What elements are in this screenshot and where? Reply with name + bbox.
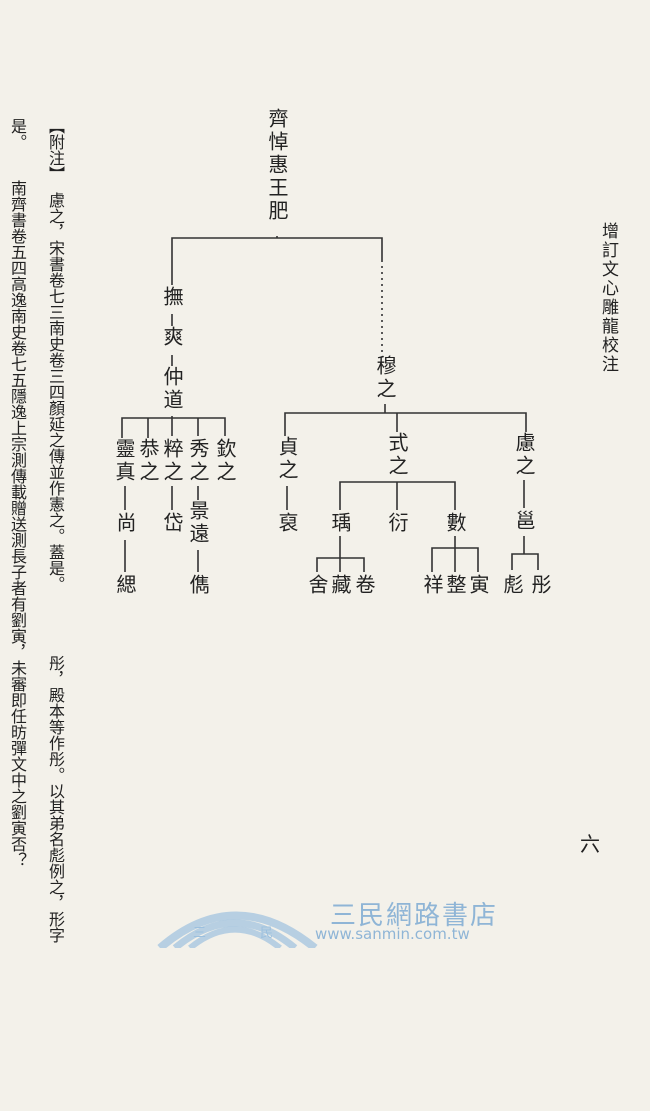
tree-node: 仲道	[160, 366, 184, 412]
watermark-char: 民	[260, 926, 274, 941]
tree-node: 儁	[186, 574, 210, 597]
tree-node: 彪	[500, 574, 524, 597]
watermark-logo	[157, 911, 318, 948]
tree-node: 恭之	[136, 438, 160, 484]
tree-node: 瑀	[328, 512, 352, 535]
note-label: 【附注】	[46, 118, 65, 182]
tree-node: 整	[443, 574, 467, 597]
tree-node: 緦	[113, 574, 137, 597]
tree-node: 數	[443, 512, 467, 535]
tree-node: 藏	[328, 574, 352, 597]
tree-node: 貞之	[275, 436, 299, 482]
tree-node: 尚	[113, 512, 137, 535]
note-text: 慮之，宋書卷七三南史卷三四顏延之傳並作憲之。蓋是。	[46, 192, 65, 592]
note-text: 是。	[8, 118, 27, 150]
tree-node: 岱	[160, 512, 184, 535]
tree-node: 衍	[385, 512, 409, 535]
tree-node: 欽之	[213, 438, 237, 484]
tree-node: 粹之	[160, 438, 184, 484]
tree-node: 爽	[160, 326, 184, 349]
watermark-text: 三民網路書店	[330, 901, 499, 931]
watermark-url: www.sanmin.com.tw	[315, 925, 470, 943]
tree-node: 舍	[305, 574, 329, 597]
tree-node: 式之	[385, 432, 409, 478]
tree-node: 寅	[466, 574, 490, 597]
tree-node: 裒	[275, 512, 299, 535]
tree-node: 慮之	[512, 432, 536, 478]
tree-node: 撫	[160, 286, 184, 309]
tree-node: 卷	[352, 574, 376, 597]
tree-node: 彤	[528, 574, 552, 597]
tree-node: 邕	[512, 510, 536, 533]
tree-node: 靈真	[112, 438, 136, 484]
tree-root: 齊悼惠王肥	[265, 108, 289, 223]
note-text: 彤，殿本等作彤。以其弟名彪例之，形字	[46, 655, 65, 943]
page-number: 六	[580, 832, 600, 856]
tree-node: 秀之	[186, 438, 210, 484]
book-title: 增訂文心雕龍校注	[598, 222, 618, 374]
note-text: 南齊書卷五四高逸南史卷七五隱逸上宗測傳載贈送測長子者有劉寅，未審即任昉彈文中之劉…	[8, 180, 27, 868]
tree-node: 穆之	[373, 355, 397, 401]
watermark-char: 三	[193, 926, 207, 941]
tree-node: 祥	[420, 574, 444, 597]
tree-node: 景遠	[186, 500, 210, 546]
